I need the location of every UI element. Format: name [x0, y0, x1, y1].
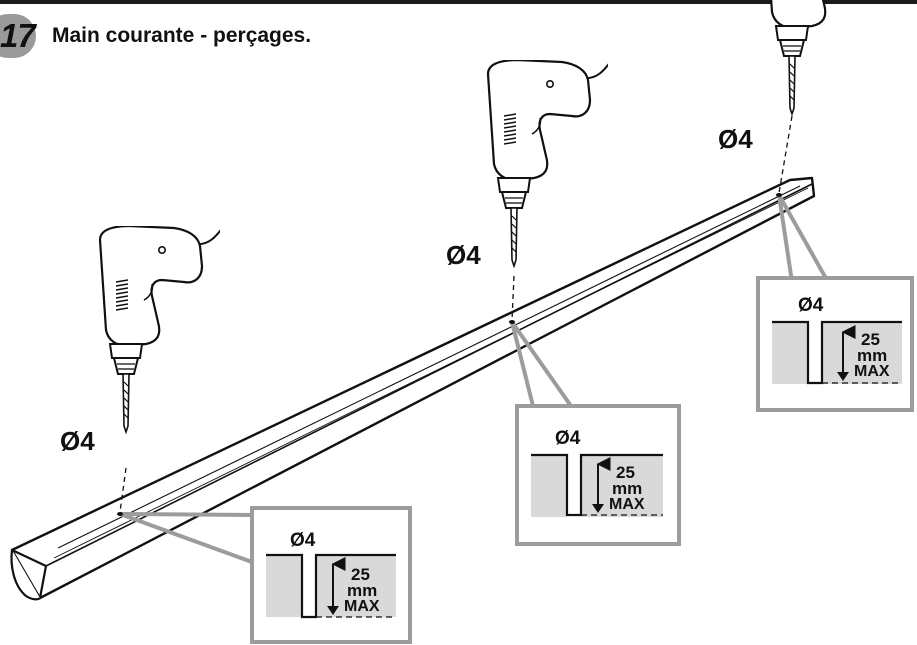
drill-axis-lines: [119, 115, 793, 513]
depth-qualifier: MAX: [609, 496, 645, 513]
drill-diameter-label: Ø4: [718, 124, 753, 154]
detail-leaders: [119, 194, 830, 567]
depth-value: 25: [351, 565, 370, 584]
detail-diameter: Ø4: [555, 428, 581, 449]
hole-marks: [117, 193, 782, 516]
drill-diameter-label: Ø4: [446, 240, 481, 270]
step-number: 17: [0, 17, 36, 54]
depth-unit: mm: [347, 581, 377, 600]
electric-drill-icon: [486, 60, 608, 268]
detail-box: Ø4 25 mm MAX: [250, 506, 412, 644]
detail-diameter: Ø4: [798, 295, 824, 316]
step-badge: [0, 14, 36, 58]
step-title: Main courante - perçages.: [52, 24, 312, 47]
depth-unit: mm: [612, 479, 642, 498]
depth-qualifier: MAX: [854, 363, 890, 380]
handrail-bar: [10, 176, 816, 601]
depth-unit: mm: [857, 346, 887, 365]
detail-box: Ø4 25 mm MAX: [515, 404, 681, 546]
detail-diameter: Ø4: [290, 530, 316, 551]
top-rule: [0, 0, 917, 4]
depth-qualifier: MAX: [344, 598, 380, 615]
detail-box: Ø4 25 mm MAX: [756, 276, 914, 412]
depth-value: 25: [861, 330, 880, 349]
drill-diameter-label: Ø4: [60, 426, 95, 456]
electric-drill-icon: [764, 0, 886, 116]
depth-value: 25: [616, 463, 635, 482]
electric-drill-icon: [98, 226, 220, 434]
